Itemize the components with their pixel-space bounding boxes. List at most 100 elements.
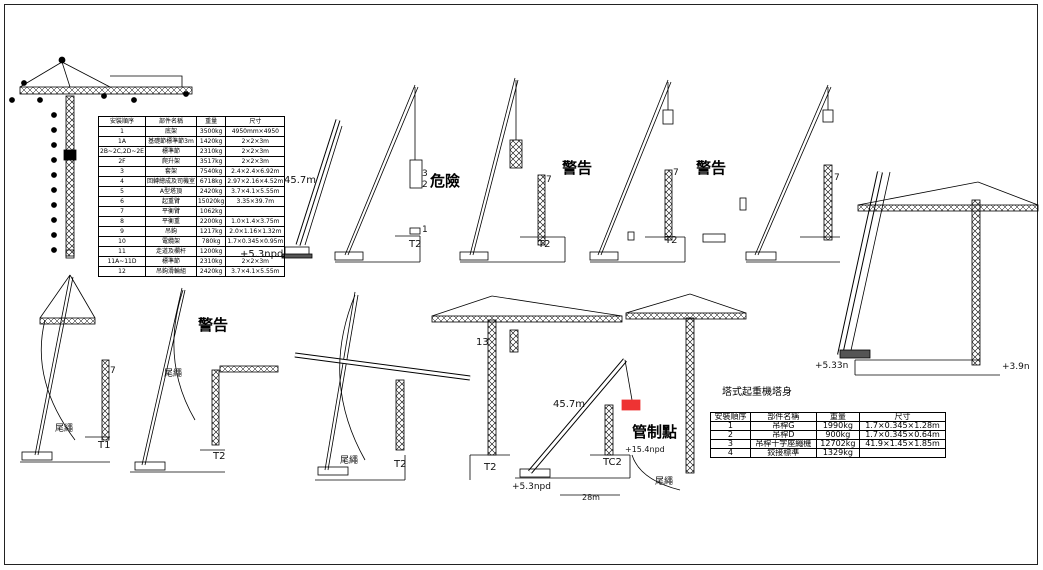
- table-cell: 11A~11D: [98, 256, 146, 267]
- part-number: 7: [834, 173, 840, 183]
- table-cell: 3: [98, 166, 146, 177]
- table-cell: 2.4×2.4×6.92m: [225, 166, 286, 177]
- table-cell: 2.97×2.16×4.52m: [225, 176, 286, 187]
- tower-assembly-5: [515, 293, 747, 496]
- danger-label: 危險: [430, 172, 461, 190]
- table-cell: 標準節: [144, 256, 197, 267]
- table-header-row: 安裝順序 部件名稱 重量 尺寸: [98, 116, 286, 127]
- outrigger-label-3: +5.33n: [815, 361, 849, 371]
- radius-label-1: 45.7m: [284, 175, 317, 186]
- table-cell: 電纜架: [144, 236, 197, 247]
- tc2-height-label: +15.4npd: [625, 445, 665, 454]
- table-cell: 吊鉤: [144, 226, 197, 237]
- tower-id-label: T2: [484, 462, 497, 473]
- table-cell: 平衡重: [144, 216, 197, 227]
- tower-assembly-2: [130, 287, 279, 473]
- control-point-label: 管制點: [632, 423, 678, 441]
- table-cell: 7: [98, 206, 146, 217]
- table-cell: 套架: [144, 166, 197, 177]
- crawler-crane-2: [334, 84, 423, 263]
- table-cell: 4: [710, 448, 751, 458]
- tower-id-label: T2: [394, 459, 407, 470]
- table-cell: 2×2×3m: [225, 156, 286, 167]
- table-cell: 2310kg: [195, 146, 227, 157]
- table-cell: 6: [98, 196, 146, 207]
- table-cell: 3.35×39.7m: [225, 196, 286, 207]
- part-number: 3: [422, 169, 428, 179]
- table-cell: 2420kg: [195, 266, 227, 277]
- table-cell: A型塔頂: [144, 186, 197, 197]
- table-cell: [225, 206, 286, 217]
- table-cell: 3500kg: [195, 126, 227, 137]
- header-cell: 部件名稱: [144, 116, 197, 127]
- table-cell: 2310kg: [195, 256, 227, 267]
- table-cell: 2200kg: [195, 216, 227, 227]
- table-cell: 1329kg: [815, 448, 861, 458]
- complete-tower-crane: [837, 171, 1039, 376]
- table-cell: 7540kg: [195, 166, 227, 177]
- part-number: 7: [673, 168, 679, 178]
- warning-label-2: 警告: [696, 159, 727, 177]
- height-label-right: +3.9n: [1002, 362, 1030, 372]
- table-cell: 8: [98, 216, 146, 227]
- tower-assembly-3: [294, 291, 471, 481]
- tail-rope-label-3: 尾繩: [340, 456, 359, 466]
- table-cell: 15020kg: [195, 196, 227, 207]
- tower-id-label: T2: [538, 239, 551, 250]
- table-cell: 走道及欄杆: [144, 246, 197, 257]
- table-cell: 1A: [98, 136, 146, 147]
- outrigger-label-1: +5.3npd: [240, 249, 284, 260]
- crawler-crane-4: [589, 79, 686, 263]
- table-cell: 1420kg: [195, 136, 227, 147]
- table-cell: 回轉總成及司機室: [144, 176, 197, 187]
- table-cell: 2420kg: [195, 186, 227, 197]
- warning-label-3: 警告: [198, 316, 229, 334]
- table-cell: 4: [98, 176, 146, 187]
- right-table-title: 塔式起重機塔身: [722, 387, 792, 398]
- table-cell: 780kg: [195, 236, 227, 247]
- table-cell: 爬升架: [144, 156, 197, 167]
- part-number: 7: [110, 366, 116, 376]
- tower-id-label: T1: [98, 440, 111, 451]
- table-cell: 1.7×0.345×0.95m: [225, 236, 286, 247]
- table-cell: 1200kg: [195, 246, 227, 257]
- part-number: 13: [476, 337, 489, 348]
- table-cell: 11: [98, 246, 146, 257]
- table-cell: 5: [98, 186, 146, 197]
- table-cell: 2B~2C,2D~2E: [98, 146, 146, 157]
- table-cell: 1.0×1.4×3.75m: [225, 216, 286, 227]
- tail-rope-label-4: 尾繩: [655, 477, 674, 487]
- radius-label-2: 45.7m: [553, 399, 586, 410]
- table-cell: 起重臂: [144, 196, 197, 207]
- part-number: 7: [546, 175, 552, 185]
- table-cell: 基礎節標準節3m: [144, 136, 197, 147]
- table-cell: 2×2×3m: [225, 146, 286, 157]
- table-cell: 標準節: [144, 146, 197, 157]
- table-cell: 10: [98, 236, 146, 247]
- tower-id-label: TC2: [603, 457, 622, 468]
- crawler-crane-1: [281, 119, 343, 259]
- tower-id-label: T2: [665, 235, 678, 246]
- table-cell: 鉸接標準: [749, 448, 817, 458]
- table-cell: 2F: [98, 156, 146, 167]
- table-cell: 2.0×1.16×1.32m: [225, 226, 286, 237]
- header-cell: 安裝順序: [98, 116, 146, 127]
- warning-label-1: 警告: [562, 159, 593, 177]
- table-cell: 吊鉤滑輪組: [144, 266, 197, 277]
- table-cell: 3517kg: [195, 156, 227, 167]
- table-cell: 9: [98, 226, 146, 237]
- distance-label: 28m: [582, 493, 600, 502]
- header-cell: 尺寸: [225, 116, 286, 127]
- header-cell: 重量: [195, 116, 227, 127]
